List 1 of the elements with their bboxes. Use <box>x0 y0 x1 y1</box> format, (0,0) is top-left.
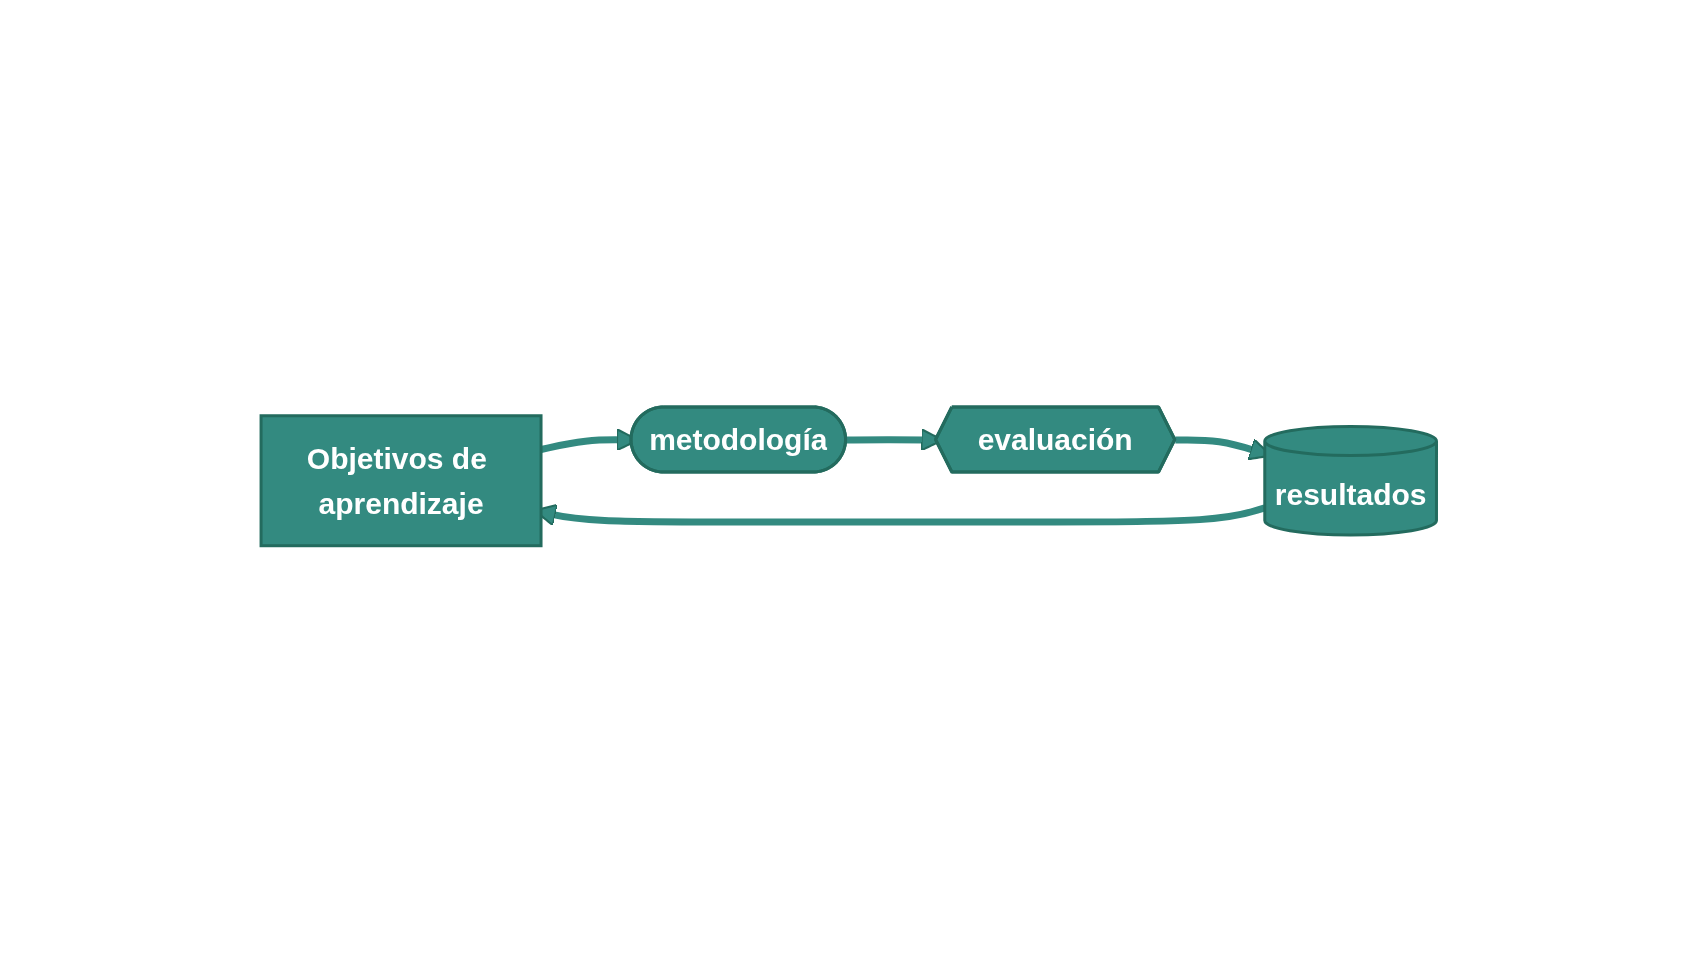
node-box: Objetivos de aprendizaje <box>259 414 543 548</box>
